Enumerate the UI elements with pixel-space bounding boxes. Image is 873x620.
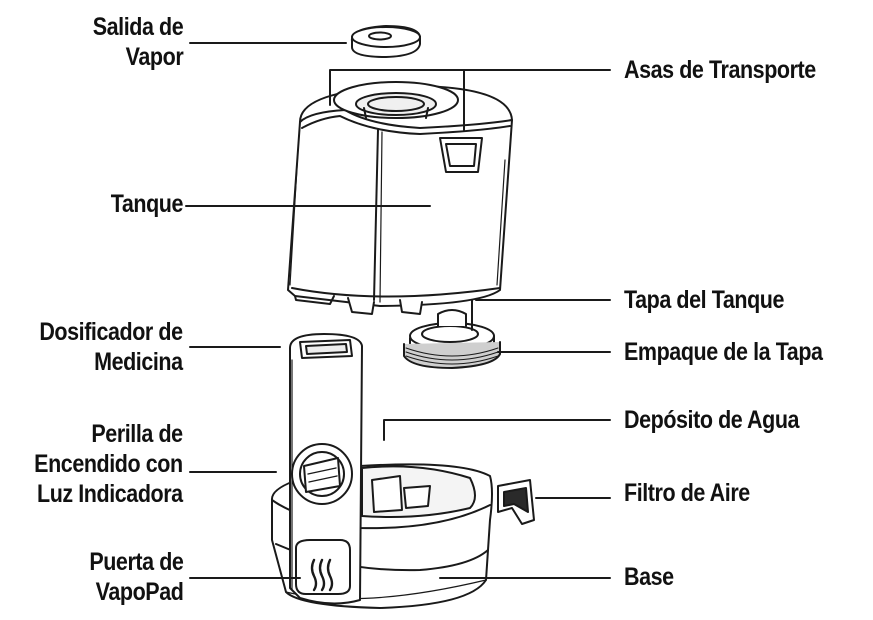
tank xyxy=(287,81,513,315)
leader-lines xyxy=(185,42,611,579)
label-base: Base xyxy=(624,563,674,591)
air-filter xyxy=(497,479,535,525)
label-air-filter: Filtro de Aire xyxy=(624,479,750,507)
label-tank-cap: Tapa del Tanque xyxy=(624,286,785,314)
label-carry-handles: Asas de Transporte xyxy=(624,56,816,84)
label-water-reservoir: Depósito de Agua xyxy=(624,406,800,434)
cap-gasket xyxy=(403,341,501,369)
steam-outlet-cap xyxy=(350,25,421,58)
label-cap-gasket: Empaque de la Tapa xyxy=(624,338,823,366)
label-tank: Tanque xyxy=(110,190,184,218)
front-column xyxy=(289,333,363,605)
